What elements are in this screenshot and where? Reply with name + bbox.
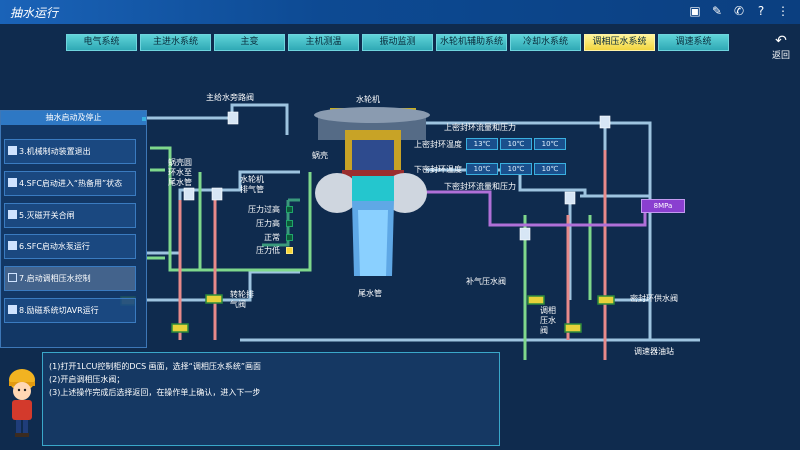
air-supply-valve (527, 295, 545, 305)
step-8[interactable]: 8.励磁系统切AVR运行 (4, 298, 136, 323)
tail-pipe-label: 尾水管 (358, 289, 382, 298)
bypass-pipe (146, 103, 289, 135)
upper-valve (599, 115, 611, 129)
checkbox-icon[interactable] (8, 273, 17, 282)
worm-ring-label: 蜗壳圆 环水至 尾水管 (168, 158, 192, 187)
turn-wheel-valve (205, 294, 223, 304)
system-tabs: 电气系统 主进水系统 主变 主机测温 振动监测 水轮机辅助系统 冷却水系统 调相… (66, 34, 729, 51)
lower-temp-3: 10℃ (534, 163, 566, 175)
tab-cooling-water[interactable]: 冷却水系统 (510, 34, 581, 51)
upper-temp-3: 10℃ (534, 138, 566, 150)
edit-icon[interactable]: ✎ (711, 4, 723, 18)
step-5[interactable]: 5.灭磁开关合闸 (4, 203, 136, 228)
main-supply-bypass-label: 主给水旁路阀 (206, 93, 254, 102)
help-icon[interactable]: ? (757, 4, 765, 18)
instruction-line-1: (1)打开1LCU控制柜的DCS 画面，选择“调相压水系统”画面 (49, 362, 261, 371)
upper-seal-flow-label: 上密封环流量和压力 (444, 123, 516, 132)
phase-valve-label: 调相 压水 阀 (540, 306, 556, 335)
save-icon[interactable]: ▣ (689, 4, 701, 18)
pressure-high-label: 压力高 (256, 219, 280, 228)
return-arrow-icon: ↶ (775, 33, 787, 49)
seal-supply-valve-label: 密封环供水阀 (630, 294, 678, 303)
purple-pipe (426, 190, 647, 227)
upper-seal-temp-label: 上密封环温度 (414, 140, 462, 149)
turbine-exhaust-label: 水轮机 排气管 (240, 175, 264, 194)
worm-case-label: 蜗壳 (312, 151, 328, 160)
tab-temperature[interactable]: 主机测温 (288, 34, 359, 51)
tab-phase-modulation[interactable]: 调相压水系统 (584, 34, 655, 51)
panel-pin-icon[interactable] (142, 117, 146, 121)
lower-seal-flow-label: 下密封环流量和压力 (444, 182, 516, 191)
back-button[interactable]: ↶ 返回 (772, 34, 790, 61)
step-3[interactable]: 3.机械制动装置退出 (4, 139, 136, 164)
tab-main-transformer[interactable]: 主变 (214, 34, 285, 51)
checkbox-icon[interactable] (8, 178, 17, 187)
title-bar: 抽水运行 ▣ ✎ ✆ ? ⋮ (0, 0, 800, 24)
indicator-low (286, 247, 293, 254)
lower-seal-temp-label: 下密封环温度 (414, 165, 462, 174)
tab-main-inlet[interactable]: 主进水系统 (140, 34, 211, 51)
tab-turbine-aux[interactable]: 水轮机辅助系统 (436, 34, 507, 51)
indicator-normal (286, 234, 293, 241)
phase-valve (564, 323, 582, 333)
step-4[interactable]: 4.SFC启动进入“热备用”状态 (4, 171, 136, 196)
red-pipes (178, 150, 607, 360)
bypass-valve (227, 111, 239, 125)
lower-temp-1: 10℃ (466, 163, 498, 175)
instruction-panel: (1)打开1LCU控制柜的DCS 画面，选择“调相压水系统”画面 (2)开启调相… (42, 352, 500, 446)
more-icon[interactable]: ⋮ (777, 4, 789, 18)
lower-temp-2: 10℃ (500, 163, 532, 175)
checkbox-icon[interactable] (8, 241, 17, 250)
indicator-high (286, 220, 293, 227)
upper-seal-pipe (426, 121, 652, 340)
checkbox-icon[interactable] (8, 210, 17, 219)
upper-temp-1: 13℃ (466, 138, 498, 150)
step-panel: 抽水启动及停止 3.机械制动装置退出 4.SFC启动进入“热备用”状态 5.灭磁… (0, 110, 147, 348)
bottom-pipe (146, 270, 300, 302)
green-loop (150, 146, 312, 272)
turbine-assembly (314, 107, 430, 276)
tab-electrical[interactable]: 电气系统 (66, 34, 137, 51)
window-title: 抽水运行 (10, 6, 59, 20)
tab-vibration[interactable]: 振动监测 (362, 34, 433, 51)
indicator-too-high (286, 206, 293, 213)
upper-temp-2: 10℃ (500, 138, 532, 150)
checkbox-icon[interactable] (8, 305, 17, 314)
pressure-normal-label: 正常 (264, 233, 280, 242)
pressure-readout: 8MPa (641, 199, 685, 213)
worker-avatar-icon (9, 369, 35, 437)
step-7[interactable]: 7.启动调相压水控制 (4, 266, 136, 291)
phone-icon[interactable]: ✆ (733, 4, 745, 18)
checkbox-icon[interactable] (8, 146, 17, 155)
pressure-low-label: 压力低 (256, 246, 280, 255)
air-supply-valve-label: 补气压水阀 (466, 277, 506, 286)
step-panel-header: 抽水启动及停止 (1, 111, 146, 125)
seal-supply-valve (597, 295, 615, 305)
back-label: 返回 (772, 51, 791, 61)
instruction-line-3: (3)上述操作完成后选择返回，在操作单上确认，进入下一步 (49, 388, 261, 397)
case-pipe (146, 170, 300, 255)
pressure-too-high-label: 压力过高 (248, 205, 280, 214)
gov-oil-station-label: 调速器油站 (634, 347, 674, 356)
instruction-line-2: (2)开启调相压水阀； (49, 375, 125, 384)
turbine-label: 水轮机 (356, 95, 380, 104)
tab-governor[interactable]: 调速系统 (658, 34, 729, 51)
turn-wheel-valve-label: 转轮排 气阀 (230, 290, 254, 309)
step-6[interactable]: 6.SFC启动水泵运行 (4, 234, 136, 259)
toolbar: ▣ ✎ ✆ ? ⋮ (686, 2, 792, 20)
